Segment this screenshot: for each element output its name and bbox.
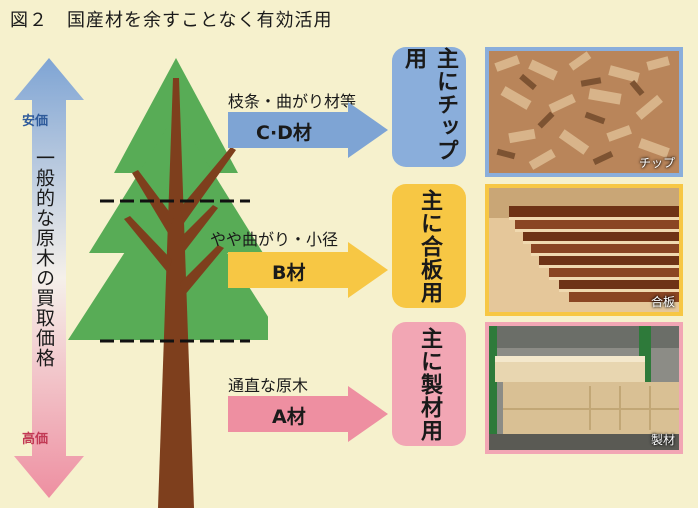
wood-chips-image — [489, 51, 679, 173]
use-box-chip: 主にチップ用 — [392, 47, 466, 167]
use-box-plywood: 主に合板用 — [392, 184, 466, 308]
price-axis-label: 一般的な原木の買取価格 — [33, 148, 55, 368]
grade-a-desc: 通直な原木 — [228, 376, 309, 395]
grade-a-arrow — [228, 386, 388, 442]
price-gradient-arrow — [14, 58, 84, 498]
use-plywood-text: 主に合板用 — [417, 188, 442, 304]
plywood-image — [489, 188, 679, 312]
grade-b-label: B材 — [272, 262, 306, 284]
grade-a-label: A材 — [272, 406, 306, 428]
use-chip-text: 主にチップ用 — [401, 47, 458, 162]
photo-caption-lumber: 製材 — [650, 433, 675, 447]
figure-title: 図２ 国産材を余すことなく有効活用 — [10, 10, 333, 31]
divider-line — [100, 199, 250, 203]
tree-branch — [180, 205, 218, 252]
grade-b-desc: やや曲がり・小径 — [210, 230, 339, 249]
photo-caption-chip: チップ — [638, 156, 675, 170]
photo-plywood: 合板 — [485, 184, 683, 316]
photo-chip: チップ — [485, 47, 683, 177]
photo-lumber: 製材 — [485, 322, 683, 454]
tree-illustration — [68, 58, 268, 508]
price-high-label: 高価 — [22, 432, 49, 447]
use-box-lumber: 主に製材用 — [392, 322, 466, 446]
grade-cd-desc: 枝条・曲がり材等 — [228, 92, 357, 111]
grade-cd-label: C·D材 — [256, 122, 312, 144]
tree-branch — [180, 147, 236, 223]
price-low-label: 安価 — [22, 114, 49, 129]
divider-line — [100, 339, 250, 343]
photo-caption-plywood: 合板 — [650, 295, 675, 309]
grade-b-arrow — [228, 242, 388, 298]
tree-branch — [180, 245, 224, 296]
use-lumber-text: 主に製材用 — [417, 326, 442, 442]
tree-branch — [124, 216, 172, 273]
grade-cd-arrow — [228, 102, 388, 158]
tree-trunk — [158, 78, 194, 508]
lumber-image — [489, 326, 679, 450]
